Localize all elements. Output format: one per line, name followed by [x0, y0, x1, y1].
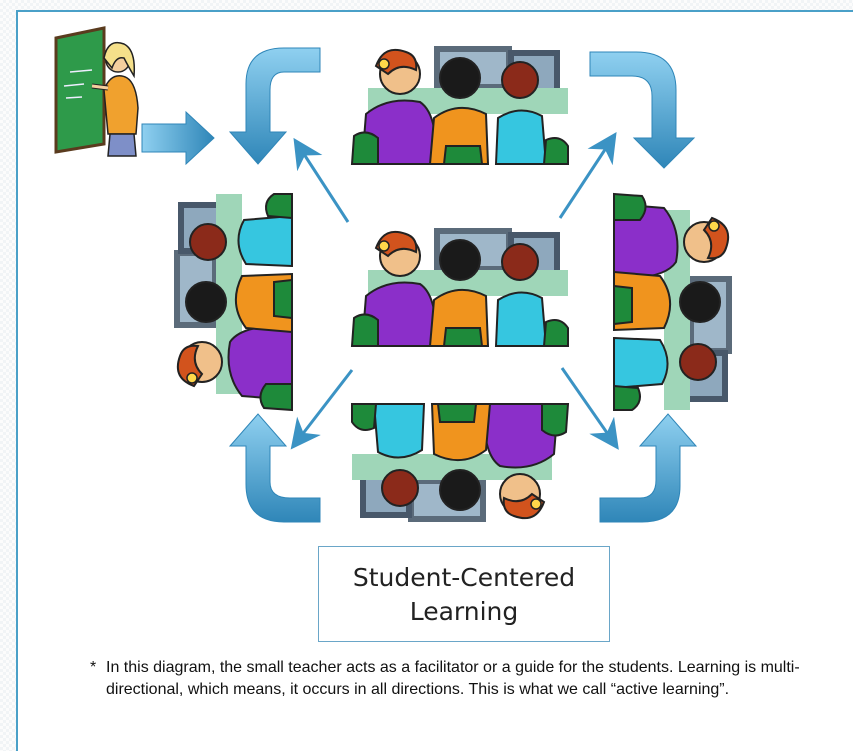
curved-arrow-bottom-right: [599, 413, 698, 523]
curved-arrow-top-left: [228, 47, 321, 165]
group-image-top: [347, 43, 573, 165]
footnote-text: In this diagram, the small teacher acts …: [106, 659, 800, 698]
teacher-arrow: [141, 110, 215, 166]
footnote-star: *: [90, 659, 97, 676]
thin-arrow-up-left: [293, 137, 350, 223]
group-image-bottom: [347, 403, 573, 525]
curved-arrow-top-right: [589, 51, 696, 169]
group-image-left: [171, 189, 293, 415]
group-image-right: [613, 189, 735, 415]
thin-arrow-down-right: [560, 367, 619, 450]
footnote: * In this diagram, the small teacher act…: [90, 657, 826, 701]
thin-arrow-down-left: [290, 369, 354, 450]
thin-arrow-up-right: [558, 131, 617, 219]
curved-arrow-bottom-left: [228, 413, 321, 523]
caption-line-2: Learning: [409, 597, 519, 626]
caption-box: Student-Centered Learning: [318, 546, 610, 642]
teacher-image: [52, 28, 144, 156]
group-image-center: [347, 225, 573, 347]
caption-line-1: Student-Centered: [352, 563, 576, 592]
